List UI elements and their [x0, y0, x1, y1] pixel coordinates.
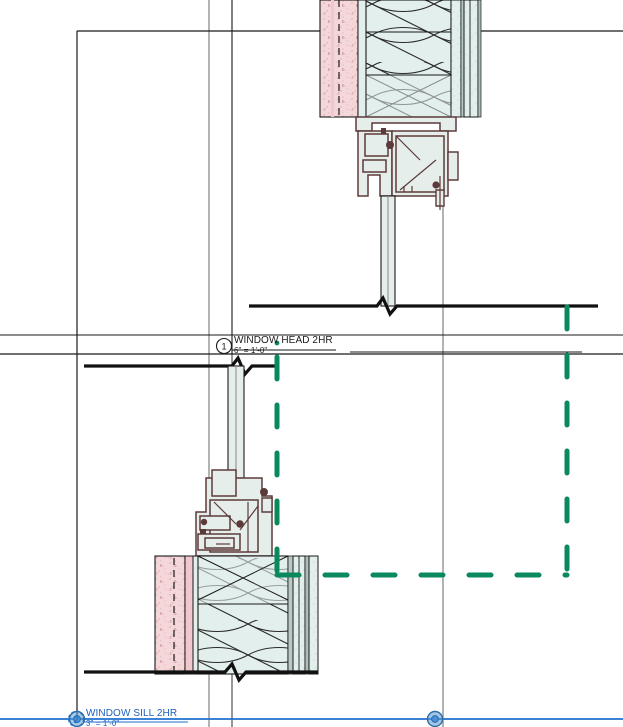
selection-grip-left[interactable] — [68, 710, 86, 727]
crop-region-selection[interactable] — [274, 304, 570, 578]
selection-grip-right[interactable] — [426, 710, 444, 727]
detail-tag-number-sill: 2 — [73, 715, 78, 725]
detail-tag-window-head[interactable]: 1 — [215, 337, 337, 355]
detail-window-head-geometry[interactable] — [249, 0, 598, 317]
detail-window-sill-geometry[interactable] — [84, 354, 319, 683]
active-selection-line[interactable] — [0, 710, 623, 727]
detail-tag-number-head: 1 — [221, 342, 226, 352]
